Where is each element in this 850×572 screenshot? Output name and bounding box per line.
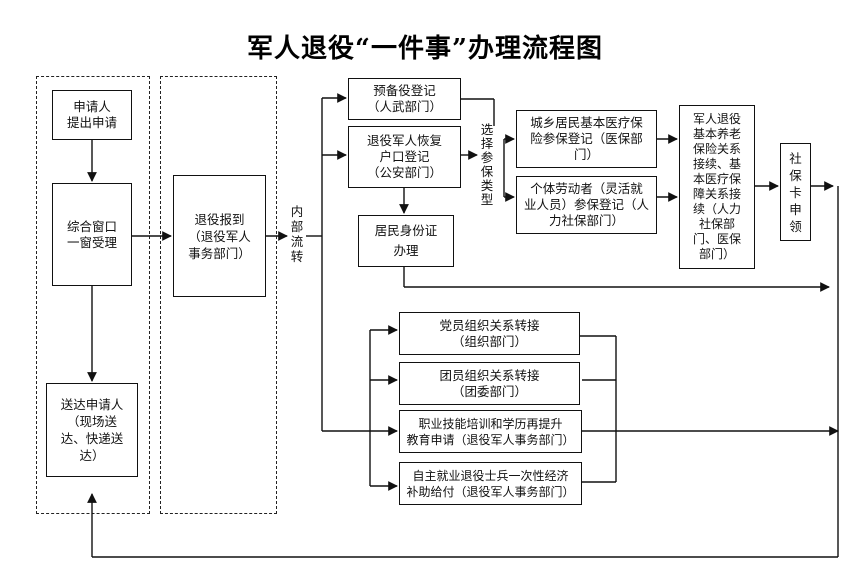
choose-insurance-type-label: 选 择 参 保 类 型 <box>480 122 494 207</box>
party-transfer-label: 党员组织关系转接 （组织部门） <box>439 317 540 349</box>
self-employed-insurance-node: 个体劳动者（灵活就 业人员）参保登记（人 力社保部门） <box>516 176 657 234</box>
id-card-label: 居民身份证 办理 <box>374 223 438 258</box>
page-title: 军人退役“一件事”办理流程图 <box>247 34 603 64</box>
window-accept-node-label: 综合窗口 一窗受理 <box>66 218 117 250</box>
report-node: 退役报到 （退役军人 事务部门） <box>173 175 266 297</box>
subsidy-payment-node: 自主就业退役士兵一次性经济 补助给付（退役军人事务部门） <box>399 462 582 505</box>
training-application-label: 职业技能培训和学历再提升 教育申请（退役军人事务部门） <box>406 416 575 447</box>
report-zone <box>160 76 277 514</box>
acceptance-zone <box>36 76 150 514</box>
internal-transfer-label: 内 部 流 转 <box>290 204 304 264</box>
subsidy-payment-label: 自主就业退役士兵一次性经济 补助给付（退役军人事务部门） <box>406 468 575 499</box>
pension-transfer-label: 军人退役 基本养老 保险关系 接续、基 本医疗保 障关系接 续（人力 社保部 门… <box>692 112 741 261</box>
id-card-node: 居民身份证 办理 <box>358 215 454 267</box>
deliver-node: 送达申请人 （现场送 达、快递送 达） <box>46 383 138 477</box>
reserve-registration-node: 预备役登记 （人武部门） <box>348 78 461 120</box>
apply-node: 申请人 提出申请 <box>52 90 132 140</box>
league-transfer-label: 团员组织关系转接 （团委部门） <box>439 367 540 399</box>
social-security-card-node: 社 保 卡 申 领 <box>780 143 811 241</box>
league-transfer-node: 团员组织关系转接 （团委部门） <box>399 362 580 405</box>
party-transfer-node: 党员组织关系转接 （组织部门） <box>399 312 580 355</box>
reserve-registration-label: 预备役登记 （人武部门） <box>366 83 442 114</box>
deliver-node-label: 送达申请人 （现场送 达、快递送 达） <box>60 397 124 463</box>
window-accept-node: 综合窗口 一窗受理 <box>52 183 132 286</box>
report-node-label: 退役报到 （退役军人 事务部门） <box>188 211 251 261</box>
social-security-card-label: 社 保 卡 申 领 <box>789 150 802 234</box>
pension-transfer-node: 军人退役 基本养老 保险关系 接续、基 本医疗保 障关系接 续（人力 社保部 门… <box>679 105 755 269</box>
training-application-node: 职业技能培训和学历再提升 教育申请（退役军人事务部门） <box>399 410 582 453</box>
urban-rural-medical-label: 城乡居民基本医疗保 险参保登记（医保部 门） <box>530 115 643 162</box>
urban-rural-medical-node: 城乡居民基本医疗保 险参保登记（医保部 门） <box>516 110 657 168</box>
self-employed-insurance-label: 个体劳动者（灵活就 业人员）参保登记（人 力社保部门） <box>523 181 649 228</box>
apply-node-label: 申请人 提出申请 <box>66 99 117 130</box>
hukou-registration-label: 退役军人恢复 户口登记 （公安部门） <box>366 133 442 180</box>
hukou-registration-node: 退役军人恢复 户口登记 （公安部门） <box>348 126 461 188</box>
